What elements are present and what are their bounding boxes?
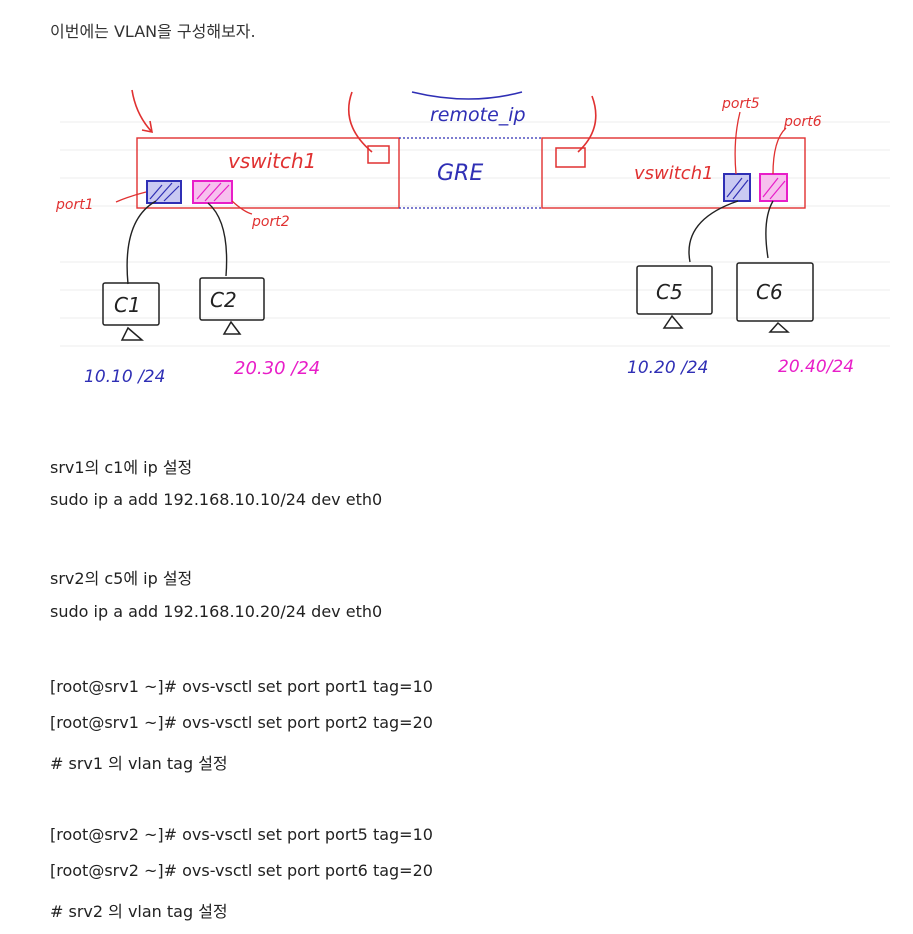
srv1-command: sudo ip a add 192.168.10.10/24 dev eth0 [50, 490, 383, 509]
switch-box-left [136, 137, 400, 209]
switch-box-right [541, 137, 806, 209]
client-c2-monitor [199, 277, 265, 321]
client-c2-label: C2 [210, 288, 237, 312]
client-c5-monitor [636, 265, 713, 315]
client-c6-label: C6 [756, 280, 783, 304]
tunnel-curve-right [577, 95, 597, 153]
srv1-comment: # srv1 의 vlan tag 설정 [50, 754, 228, 773]
port5-label: port5 [721, 96, 760, 112]
remote-ip-label: remote_ip [430, 104, 526, 126]
port6-label: port6 [783, 114, 822, 130]
srv1-tag-port2: [root@srv1 ~]# ovs-vsctl set port port2 … [50, 713, 433, 732]
port5-box [723, 173, 751, 202]
port2-label: port2 [251, 214, 290, 230]
srv2-heading: srv2의 c5에 ip 설정 [50, 569, 193, 588]
ruled-lines [60, 121, 890, 347]
srv2-comment: # srv2 의 vlan tag 설정 [50, 902, 228, 921]
srv1-tag-port1: [root@srv1 ~]# ovs-vsctl set port port1 … [50, 677, 433, 696]
ip-c2-label: 20.30 /24 [234, 358, 320, 379]
switch-label-right: vswitch1 [634, 163, 714, 184]
switch-label-left: vswitch1 [228, 149, 316, 173]
srv2-command: sudo ip a add 192.168.10.20/24 dev eth0 [50, 602, 383, 621]
client-c1-monitor [102, 282, 160, 326]
port6-box [759, 173, 788, 202]
port1-label: port1 [55, 197, 94, 213]
network-diagram: remote_ip GRE vswitch1 vswitch1 port1 po… [55, 89, 890, 387]
ip-c5-label: 10.20 /24 [627, 358, 708, 378]
ip-c6-label: 20.40/24 [778, 357, 854, 377]
srv2-tag-port6: [root@srv2 ~]# ovs-vsctl set port port6 … [50, 861, 433, 880]
tunnel-port-right [555, 147, 586, 168]
cables [126, 200, 774, 285]
client-c1-label: C1 [114, 293, 141, 317]
remote-brace [411, 91, 523, 100]
ip-c1-label: 10.10 /24 [84, 367, 165, 387]
srv2-tag-port5: [root@srv2 ~]# ovs-vsctl set port port5 … [50, 825, 433, 844]
arrow-icon [131, 89, 153, 134]
gre-label: GRE [437, 161, 483, 186]
client-c5-label: C5 [656, 280, 683, 304]
client-c6-monitor [736, 262, 814, 322]
intro-text: 이번에는 VLAN을 구성해보자. [50, 22, 256, 41]
tunnel-port-left [367, 145, 390, 164]
srv1-heading: srv1의 c1에 ip 설정 [50, 458, 193, 477]
tunnel-curve-left [348, 91, 373, 153]
